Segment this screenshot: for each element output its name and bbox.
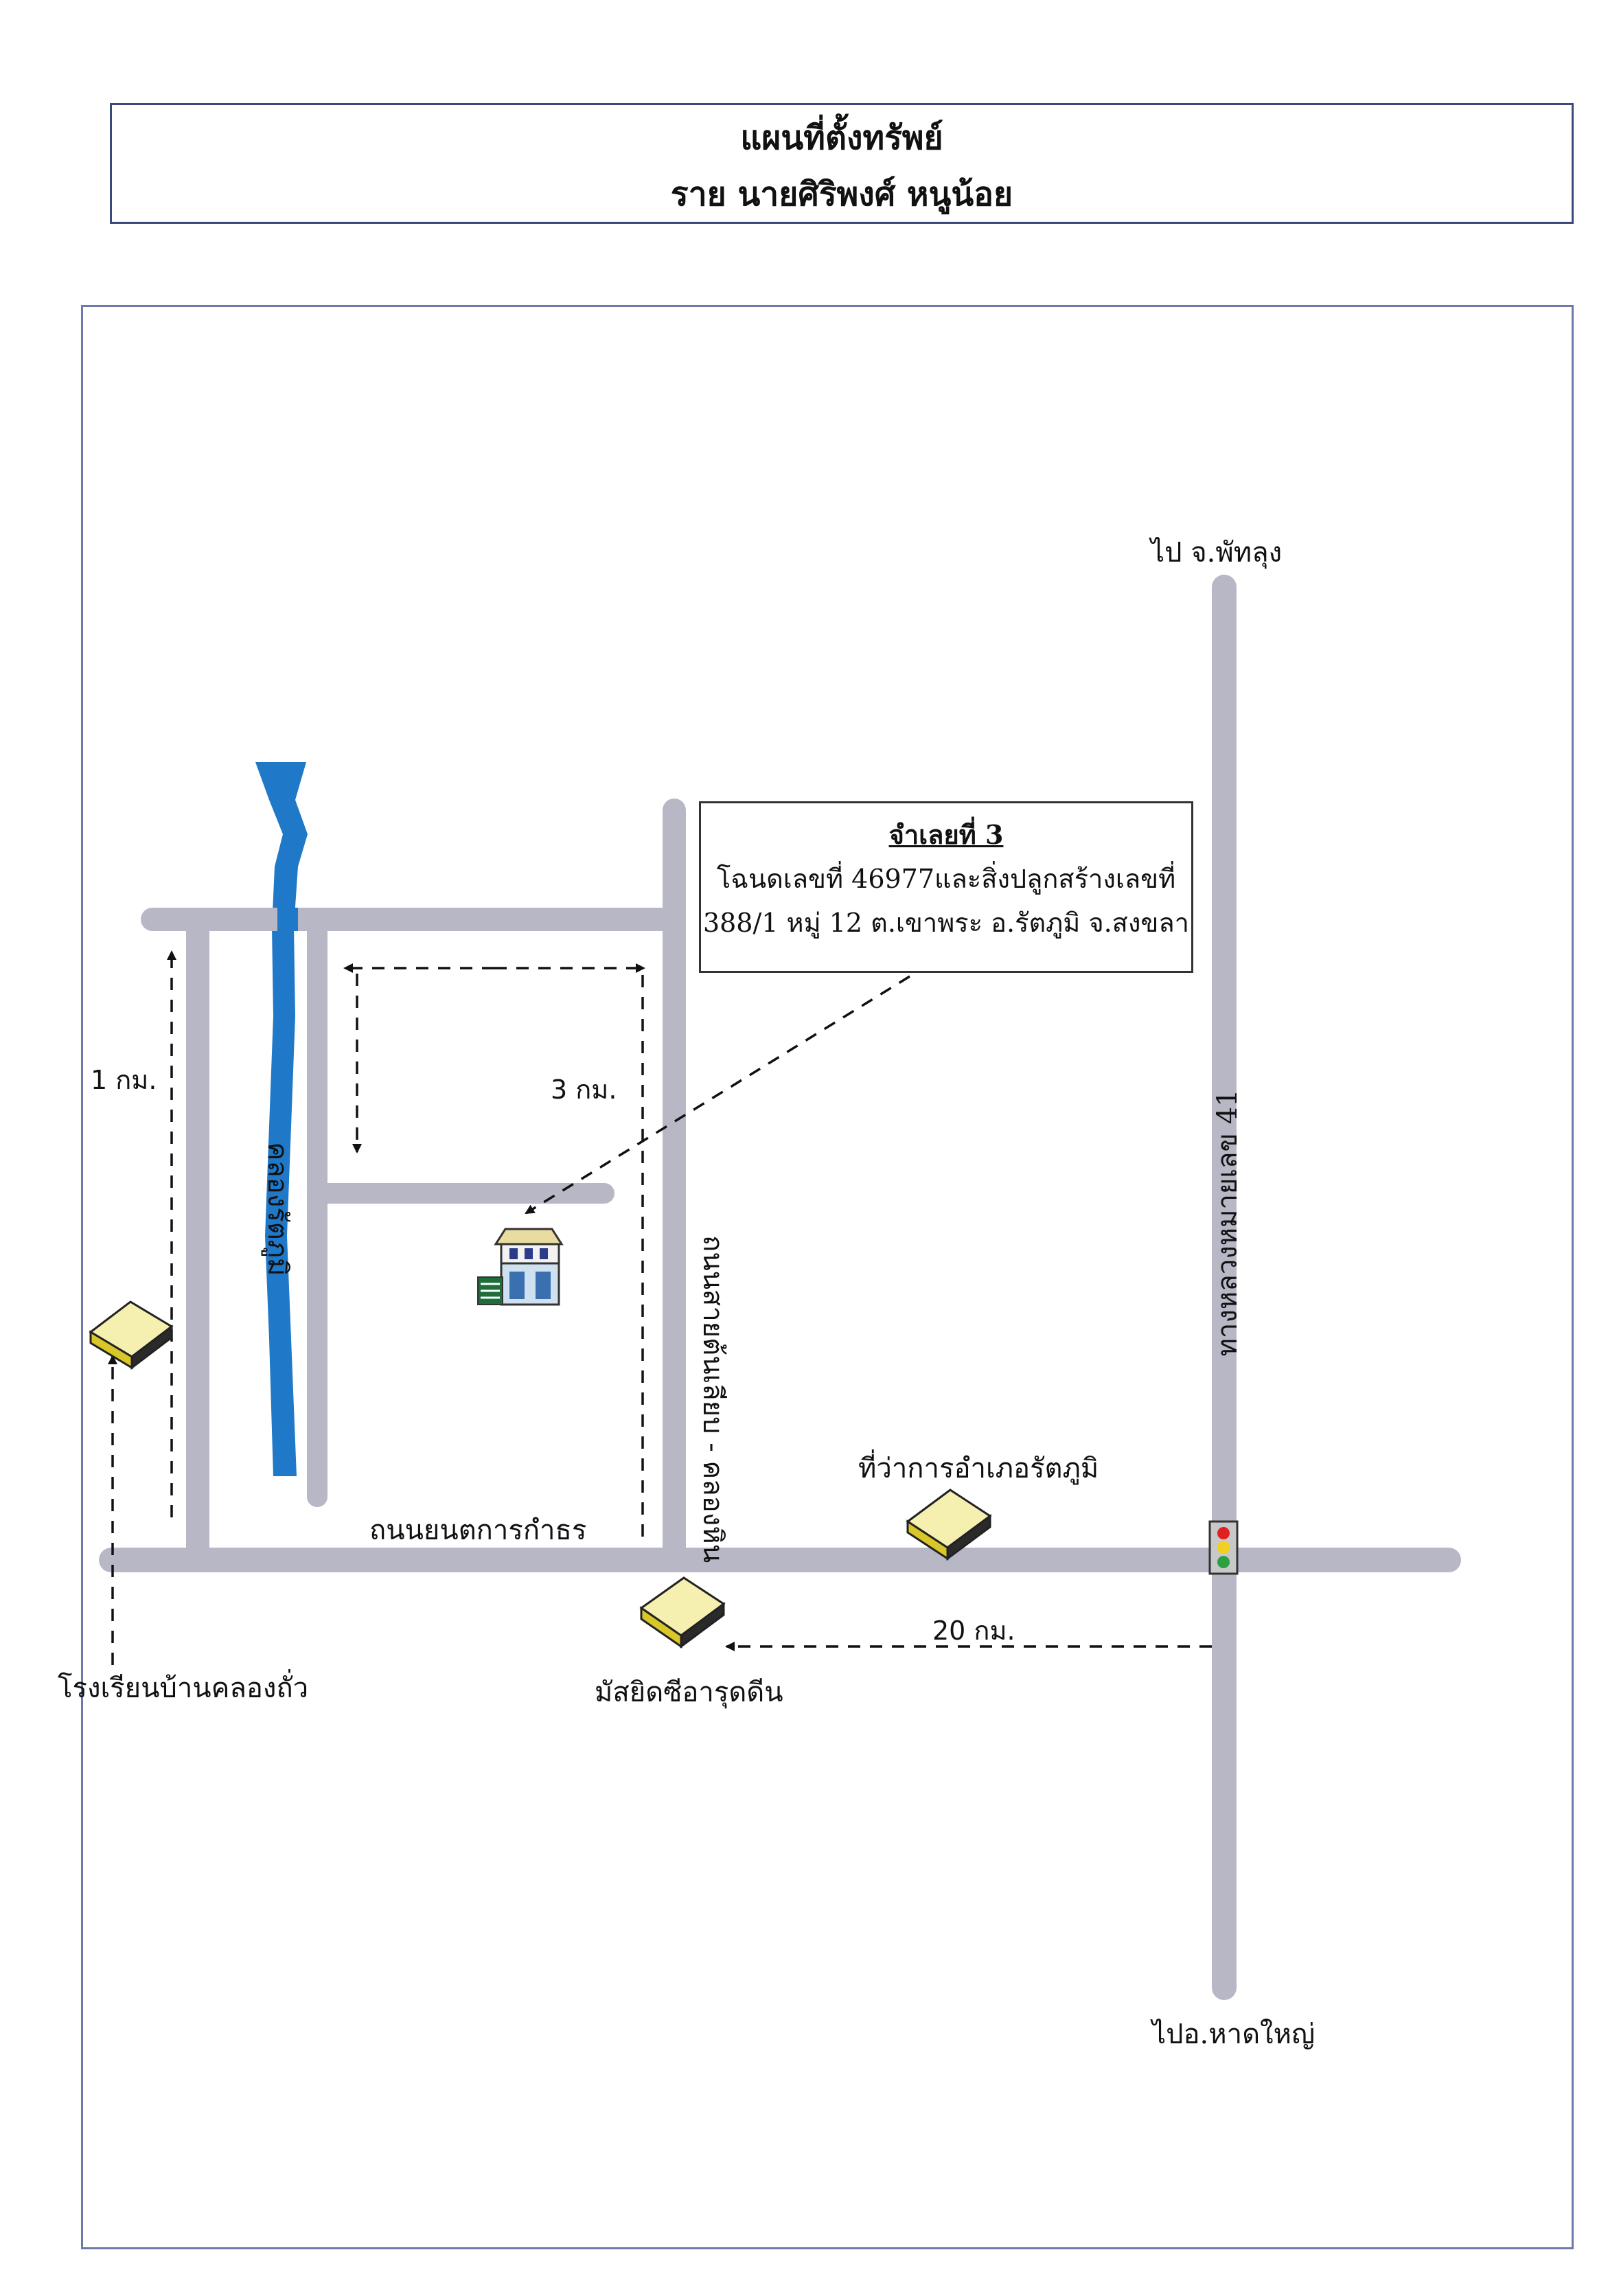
label-side-road: ถนนสายต้นเลียบ - คลองหิน <box>697 1235 728 1563</box>
building-icon <box>906 1489 992 1561</box>
label-3km: 3 กม. <box>551 1075 617 1105</box>
pointer-callout <box>525 975 910 1215</box>
map-title: แผนที่ตั้งทรัพย์ <box>740 119 943 157</box>
label-1km: 1 กม. <box>91 1065 157 1095</box>
map-frame <box>81 305 1574 2249</box>
label-canal: คลองรัตภูมิ <box>262 1142 293 1276</box>
label-main-road: ถนนยนตการกำธร <box>369 1515 587 1546</box>
label-to-hat-yai: ไปอ.หาดใหญ่ <box>1152 2019 1315 2050</box>
property-callout: จำเลยที่ 3 โฉนดเลขที่ 46977และสิ่งปลูกสร… <box>699 801 1193 973</box>
label-highway-41: ทางหลวงหมายเลข 41 <box>1212 1089 1243 1357</box>
building-icon <box>639 1576 726 1649</box>
header-box: แผนที่ตั้งทรัพย์ ราย นายศิริพงศ์ หนูน้อย <box>110 103 1574 224</box>
house-icon <box>477 1228 564 1306</box>
callout-line-2: 388/1 หมู่ 12 ต.เขาพระ อ.รัตภูมิ จ.สงขลา <box>702 908 1190 938</box>
building-icon <box>89 1300 174 1370</box>
label-school: โรงเรียนบ้านคลองถั่ว <box>58 1673 309 1704</box>
label-20km: 20 กม. <box>932 1616 1015 1646</box>
label-mosque: มัสยิดซีอารุดดีน <box>595 1677 783 1708</box>
callout-line-1: โฉนดเลขที่ 46977และสิ่งปลูกสร้างเลขที่ <box>716 864 1176 894</box>
canal <box>255 762 308 1476</box>
label-to-phatthalung: ไป จ.พัทลุง <box>1151 537 1283 569</box>
label-district-office: ที่ว่าการอำเภอรัตภูมิ <box>858 1453 1099 1484</box>
traffic-light-icon <box>1208 1520 1239 1575</box>
owner-name: ราย นายศิริพงศ์ หนูน้อย <box>670 175 1013 214</box>
callout-title: จำเลยที่ 3 <box>888 819 1004 850</box>
